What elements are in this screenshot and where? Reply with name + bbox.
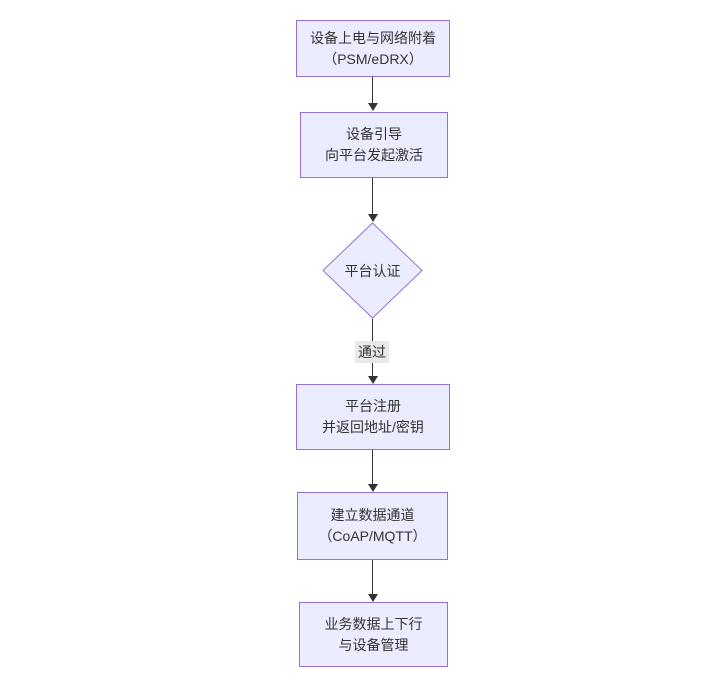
node-label-line: 设备上电与网络附着: [310, 29, 436, 46]
node-label-line: （CoAP/MQTT）: [318, 528, 427, 544]
arrow-down-icon: [367, 103, 378, 111]
flow-edge-line: [372, 560, 373, 595]
arrow-down-icon: [367, 376, 378, 384]
arrow-down-icon: [367, 214, 378, 222]
node-label-line: 平台认证: [344, 262, 401, 279]
node-label-line: 并返回地址/密钥: [322, 419, 424, 435]
node-label-line: 设备引导: [346, 126, 402, 142]
flow-edge-line: [372, 178, 373, 216]
node-label-line: 平台注册: [345, 398, 401, 414]
flow-node-business: 业务数据上下行 与设备管理: [299, 602, 448, 667]
flow-edge-line: [372, 77, 373, 104]
flow-node-bootstrap: 设备引导 向平台发起激活: [300, 112, 448, 178]
node-label-line: 向平台发起激活: [325, 147, 423, 163]
flow-node-register: 平台注册 并返回地址/密钥: [296, 384, 450, 450]
node-label-line: （PSM/eDRX）: [323, 50, 423, 67]
node-label-line: 业务数据上下行: [324, 615, 423, 632]
diamond-shape: [322, 222, 423, 319]
node-label-line: 建立数据通道: [330, 507, 415, 523]
flow-node-auth-decision: 平台认证: [322, 222, 423, 319]
node-label-line: 与设备管理: [338, 636, 409, 653]
flow-node-power-on: 设备上电与网络附着 （PSM/eDRX）: [296, 20, 450, 77]
edge-label-pass: 通过: [355, 341, 389, 363]
flow-node-channel: 建立数据通道 （CoAP/MQTT）: [297, 492, 448, 560]
flow-edge-line: [372, 450, 373, 485]
arrow-down-icon: [367, 594, 378, 602]
arrow-down-icon: [367, 484, 378, 492]
